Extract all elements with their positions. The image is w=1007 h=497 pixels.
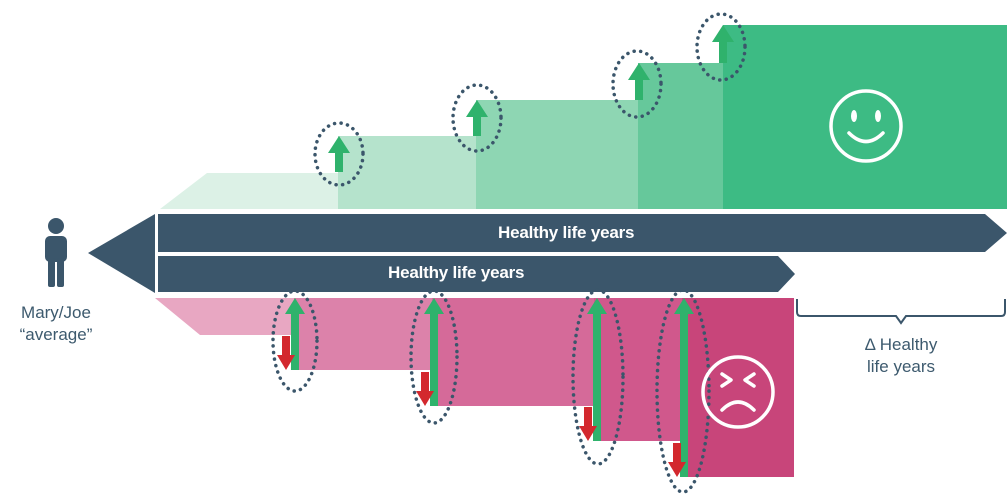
- delta-label-line-1: Δ Healthy: [864, 335, 938, 354]
- dotted-ellipse: [655, 288, 711, 494]
- up-arrow-icon: [466, 100, 488, 136]
- sad-face-icon: [701, 355, 775, 429]
- up-arrow-icon: [628, 63, 650, 100]
- happy-face-icon: [829, 89, 903, 163]
- down-arrow-icon: [579, 407, 597, 441]
- up-arrow-icon: [424, 298, 444, 406]
- delta-healthy-life-years-label: Δ Healthy life years: [840, 334, 962, 378]
- green-arrow-group-4: [695, 12, 747, 82]
- healthy-life-years-bottom-label: Healthy life years: [388, 263, 525, 282]
- pink-arrow-group-2: [409, 289, 459, 425]
- up-arrow-icon: [328, 136, 350, 172]
- pink-staircase: [155, 298, 794, 477]
- down-arrow-icon: [416, 372, 434, 406]
- green-step-1: [160, 173, 340, 209]
- delta-bracket: [796, 299, 1006, 325]
- down-arrow-icon: [277, 336, 295, 370]
- green-step-3: [476, 100, 640, 209]
- up-arrow-icon: [285, 298, 305, 370]
- green-staircase: [160, 25, 1007, 209]
- healthy-life-years-top-label: Healthy life years: [498, 223, 635, 242]
- up-arrow-icon: [587, 298, 607, 441]
- dotted-ellipse: [451, 83, 503, 153]
- person-label: Mary/Joe “average”: [0, 302, 112, 346]
- person-icon: [45, 218, 67, 287]
- dotted-ellipse: [611, 49, 663, 119]
- pink-step-3: [432, 298, 596, 406]
- green-step-5: [723, 25, 1007, 209]
- pink-step-1: [155, 298, 296, 335]
- dotted-ellipse: [571, 288, 625, 466]
- down-arrow-icon: [668, 443, 686, 477]
- pink-arrow-group-3: [571, 288, 625, 466]
- green-arrow-group-2: [451, 83, 503, 153]
- up-arrow-icon: [674, 298, 694, 477]
- delta-label-line-2: life years: [866, 357, 936, 376]
- pink-step-4: [594, 298, 684, 441]
- green-arrow-group-3: [611, 49, 663, 119]
- dotted-ellipse: [695, 12, 747, 82]
- pink-step-5: [682, 298, 794, 477]
- green-step-4: [638, 63, 725, 209]
- bar-arrowhead: [88, 214, 155, 293]
- dotted-ellipse: [271, 289, 319, 393]
- green-arrow-group-1: [313, 121, 365, 187]
- person-label-line-1: Mary/Joe: [21, 303, 91, 322]
- person-label-line-2: “average”: [19, 325, 93, 344]
- green-step-2: [338, 136, 478, 209]
- dotted-ellipse: [409, 289, 459, 425]
- pink-arrow-group-1: [271, 289, 319, 393]
- dotted-ellipse: [313, 121, 365, 187]
- pink-arrow-group-4: [655, 288, 711, 494]
- healthy-life-years-bar-bottom: [158, 256, 795, 292]
- healthy-life-years-bar-top: [158, 214, 1007, 252]
- up-arrow-icon: [712, 25, 734, 63]
